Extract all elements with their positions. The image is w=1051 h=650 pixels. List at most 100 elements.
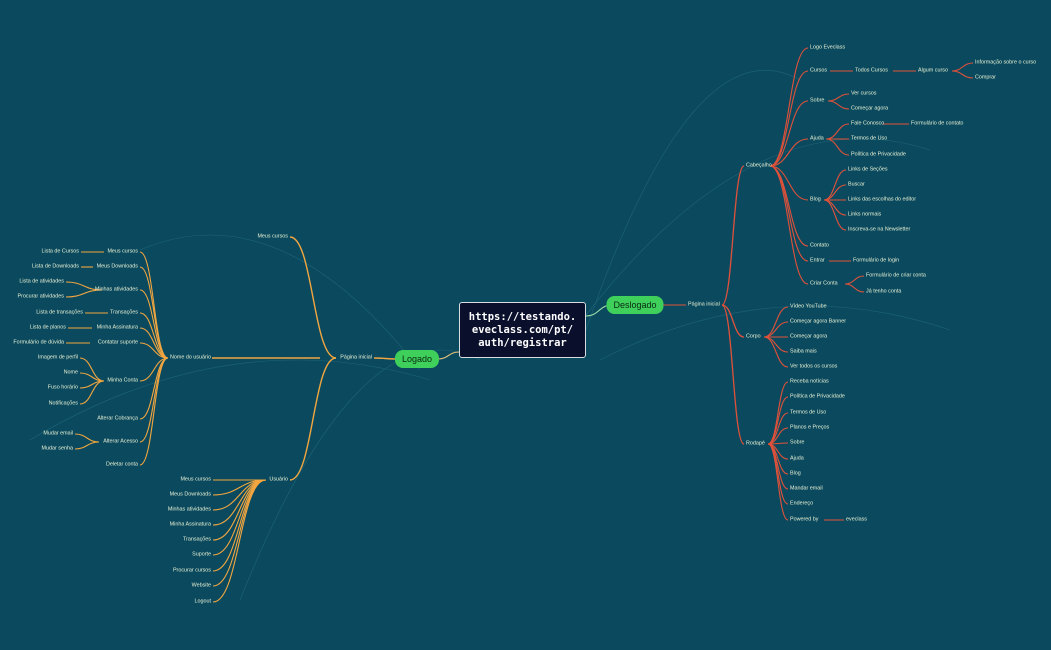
leaf-lista-cursos[interactable]: Lista de Cursos	[41, 248, 79, 255]
cab-sobre[interactable]: Sobre	[810, 97, 825, 104]
cab-formulario-criar[interactable]: Formulário de criar conta	[866, 272, 926, 279]
usuario-node[interactable]: Usuário	[269, 476, 288, 483]
background-arc	[29, 359, 431, 441]
connector	[769, 165, 809, 247]
usuario-item[interactable]: Logout	[194, 598, 212, 605]
usuario-item[interactable]: Minha Assinatura	[169, 521, 211, 528]
cabecalho-node[interactable]: Cabeçalho	[746, 162, 772, 169]
blog-normais[interactable]: Links normais	[848, 211, 882, 218]
leaf-lista-transacoes[interactable]: Lista de transações	[36, 309, 83, 316]
deslogado-node[interactable]: Deslogado	[606, 296, 664, 314]
connector	[763, 336, 789, 353]
rodape-item[interactable]: Termos de Uso	[790, 409, 827, 416]
leaf-lista-atividades[interactable]: Lista de atividades	[19, 278, 64, 285]
cab-politica[interactable]: Política de Privacidade	[851, 151, 906, 158]
connector	[139, 357, 169, 466]
nome-alterar-cobranca[interactable]: Alterar Cobrança	[97, 415, 138, 422]
connector	[139, 327, 169, 359]
cab-formulario-contato[interactable]: Formulário de contato	[911, 120, 964, 127]
rodape-item[interactable]: Ajuda	[790, 455, 804, 462]
leaf-lista-downloads[interactable]: Lista de Downloads	[31, 263, 79, 270]
cab-ver-cursos[interactable]: Ver cursos	[851, 90, 877, 97]
cab-criar-conta[interactable]: Criar Conta	[810, 280, 838, 287]
leaf-formulario-duvida[interactable]: Formulário de dúvida	[13, 339, 64, 346]
leaf-mudar-email[interactable]: Mudar email	[43, 430, 73, 437]
nome-minha-conta[interactable]: Minha Conta	[107, 377, 138, 384]
connector	[825, 123, 850, 140]
rodape-eveclass[interactable]: eveclass	[846, 516, 867, 523]
leaf-lista-planos[interactable]: Lista de planos	[29, 324, 66, 331]
cab-formulario-login[interactable]: Formulário de login	[853, 257, 900, 264]
rodape-item[interactable]: Powered by	[790, 516, 819, 523]
rodape-item[interactable]: Receba notícias	[790, 378, 829, 385]
cab-info-curso[interactable]: Informação sobre o curso	[975, 59, 1037, 66]
rodape-item[interactable]: Blog	[790, 470, 801, 477]
usuario-item[interactable]: Website	[191, 582, 211, 589]
nome-meus-downloads[interactable]: Meus Downloads	[96, 263, 138, 270]
cab-logo[interactable]: Logo Eveclass	[810, 44, 846, 51]
blog-newsletter[interactable]: Inscreva-se na Newsletter	[848, 226, 911, 233]
connector	[721, 165, 745, 306]
leaf-fuso-horario[interactable]: Fuso horário	[47, 384, 78, 391]
nome-meus-cursos[interactable]: Meus cursos	[107, 248, 138, 255]
cab-fale-conosco[interactable]: Fale Conosco	[851, 120, 885, 127]
logado-node[interactable]: Logado	[394, 350, 440, 368]
corpo-item[interactable]: Começar agora Banner	[790, 318, 847, 325]
cab-comprar[interactable]: Comprar	[975, 74, 996, 81]
connector	[827, 100, 850, 110]
cab-todos-cursos[interactable]: Todos Cursos	[855, 67, 888, 74]
rodape-item[interactable]: Mandar email	[790, 485, 823, 492]
root-node[interactable]: https://testando. eveclass.com/pt/ auth/…	[459, 302, 586, 358]
rodape-item[interactable]: Endereço	[790, 500, 814, 507]
blog-buscar[interactable]: Buscar	[848, 181, 865, 188]
usuario-item[interactable]: Meus cursos	[180, 476, 211, 483]
cab-ajuda[interactable]: Ajuda	[810, 135, 824, 142]
connector	[139, 357, 169, 443]
blog-escolhas[interactable]: Links das escolhas do editor	[848, 196, 917, 203]
connector	[767, 443, 789, 505]
leaf-mudar-senha[interactable]: Mudar senha	[41, 445, 73, 452]
corpo-item[interactable]: Ver todos os cursos	[790, 363, 838, 370]
cab-cursos[interactable]: Cursos	[810, 67, 828, 74]
nome-minhas-atividades[interactable]: Minhas atividades	[94, 286, 138, 293]
connector	[289, 357, 337, 481]
corpo-item[interactable]: Vídeo YouTube	[790, 303, 827, 310]
rodape-node[interactable]: Rodapé	[746, 440, 765, 447]
connector	[827, 93, 850, 102]
logado-pagina-inicial[interactable]: Página inicial	[340, 354, 372, 361]
cab-blog[interactable]: Blog	[810, 196, 821, 203]
rodape-item[interactable]: Planos e Preços	[790, 424, 830, 431]
rodape-item[interactable]: Sobre	[790, 439, 805, 446]
nome-contatar-suporte[interactable]: Contatar suporte	[97, 339, 138, 346]
corpo-node[interactable]: Corpo	[746, 333, 761, 340]
cab-ja-tenho[interactable]: Já tenho conta	[866, 288, 902, 295]
nome-deletar-conta[interactable]: Deletar conta	[105, 461, 138, 468]
deslogado-pagina-inicial[interactable]: Página inicial	[688, 301, 720, 308]
connector	[844, 275, 865, 285]
usuario-item[interactable]: Meus Downloads	[169, 491, 211, 498]
cab-entrar[interactable]: Entrar	[810, 257, 825, 264]
connector	[139, 266, 169, 359]
blog-links-secoes[interactable]: Links de Seções	[848, 166, 888, 173]
cab-algum-curso[interactable]: Algum curso	[918, 67, 948, 74]
nome-minha-assinatura[interactable]: Minha Assinatura	[96, 324, 138, 331]
cab-termos[interactable]: Termos de Uso	[851, 135, 888, 142]
logado-meus-cursos-top[interactable]: Meus cursos	[257, 233, 288, 240]
nome-do-usuario-node[interactable]: Nome do usuário	[169, 354, 211, 361]
usuario-item[interactable]: Procurar cursos	[172, 567, 211, 574]
leaf-nome[interactable]: Nome	[63, 369, 78, 376]
leaf-procurar-atividades[interactable]: Procurar atividades	[17, 293, 64, 300]
usuario-item[interactable]: Suporte	[192, 551, 211, 558]
leaf-notificacoes[interactable]: Notificações	[48, 400, 78, 407]
corpo-item[interactable]: Começar agora	[790, 333, 828, 340]
usuario-item[interactable]: Minhas atividades	[167, 506, 211, 513]
corpo-item[interactable]: Saiba mais	[790, 348, 817, 355]
nome-transacoes[interactable]: Transações	[110, 309, 138, 316]
rodape-item[interactable]: Política de Privacidade	[790, 393, 845, 400]
cab-comecar-agora[interactable]: Começar agora	[851, 105, 889, 112]
cab-contato[interactable]: Contato	[810, 242, 829, 249]
connector	[769, 165, 809, 285]
leaf-imagem-perfil[interactable]: Imagem de perfil	[37, 354, 78, 361]
nome-alterar-acesso[interactable]: Alterar Acesso	[103, 438, 138, 445]
usuario-item[interactable]: Transações	[183, 536, 211, 543]
